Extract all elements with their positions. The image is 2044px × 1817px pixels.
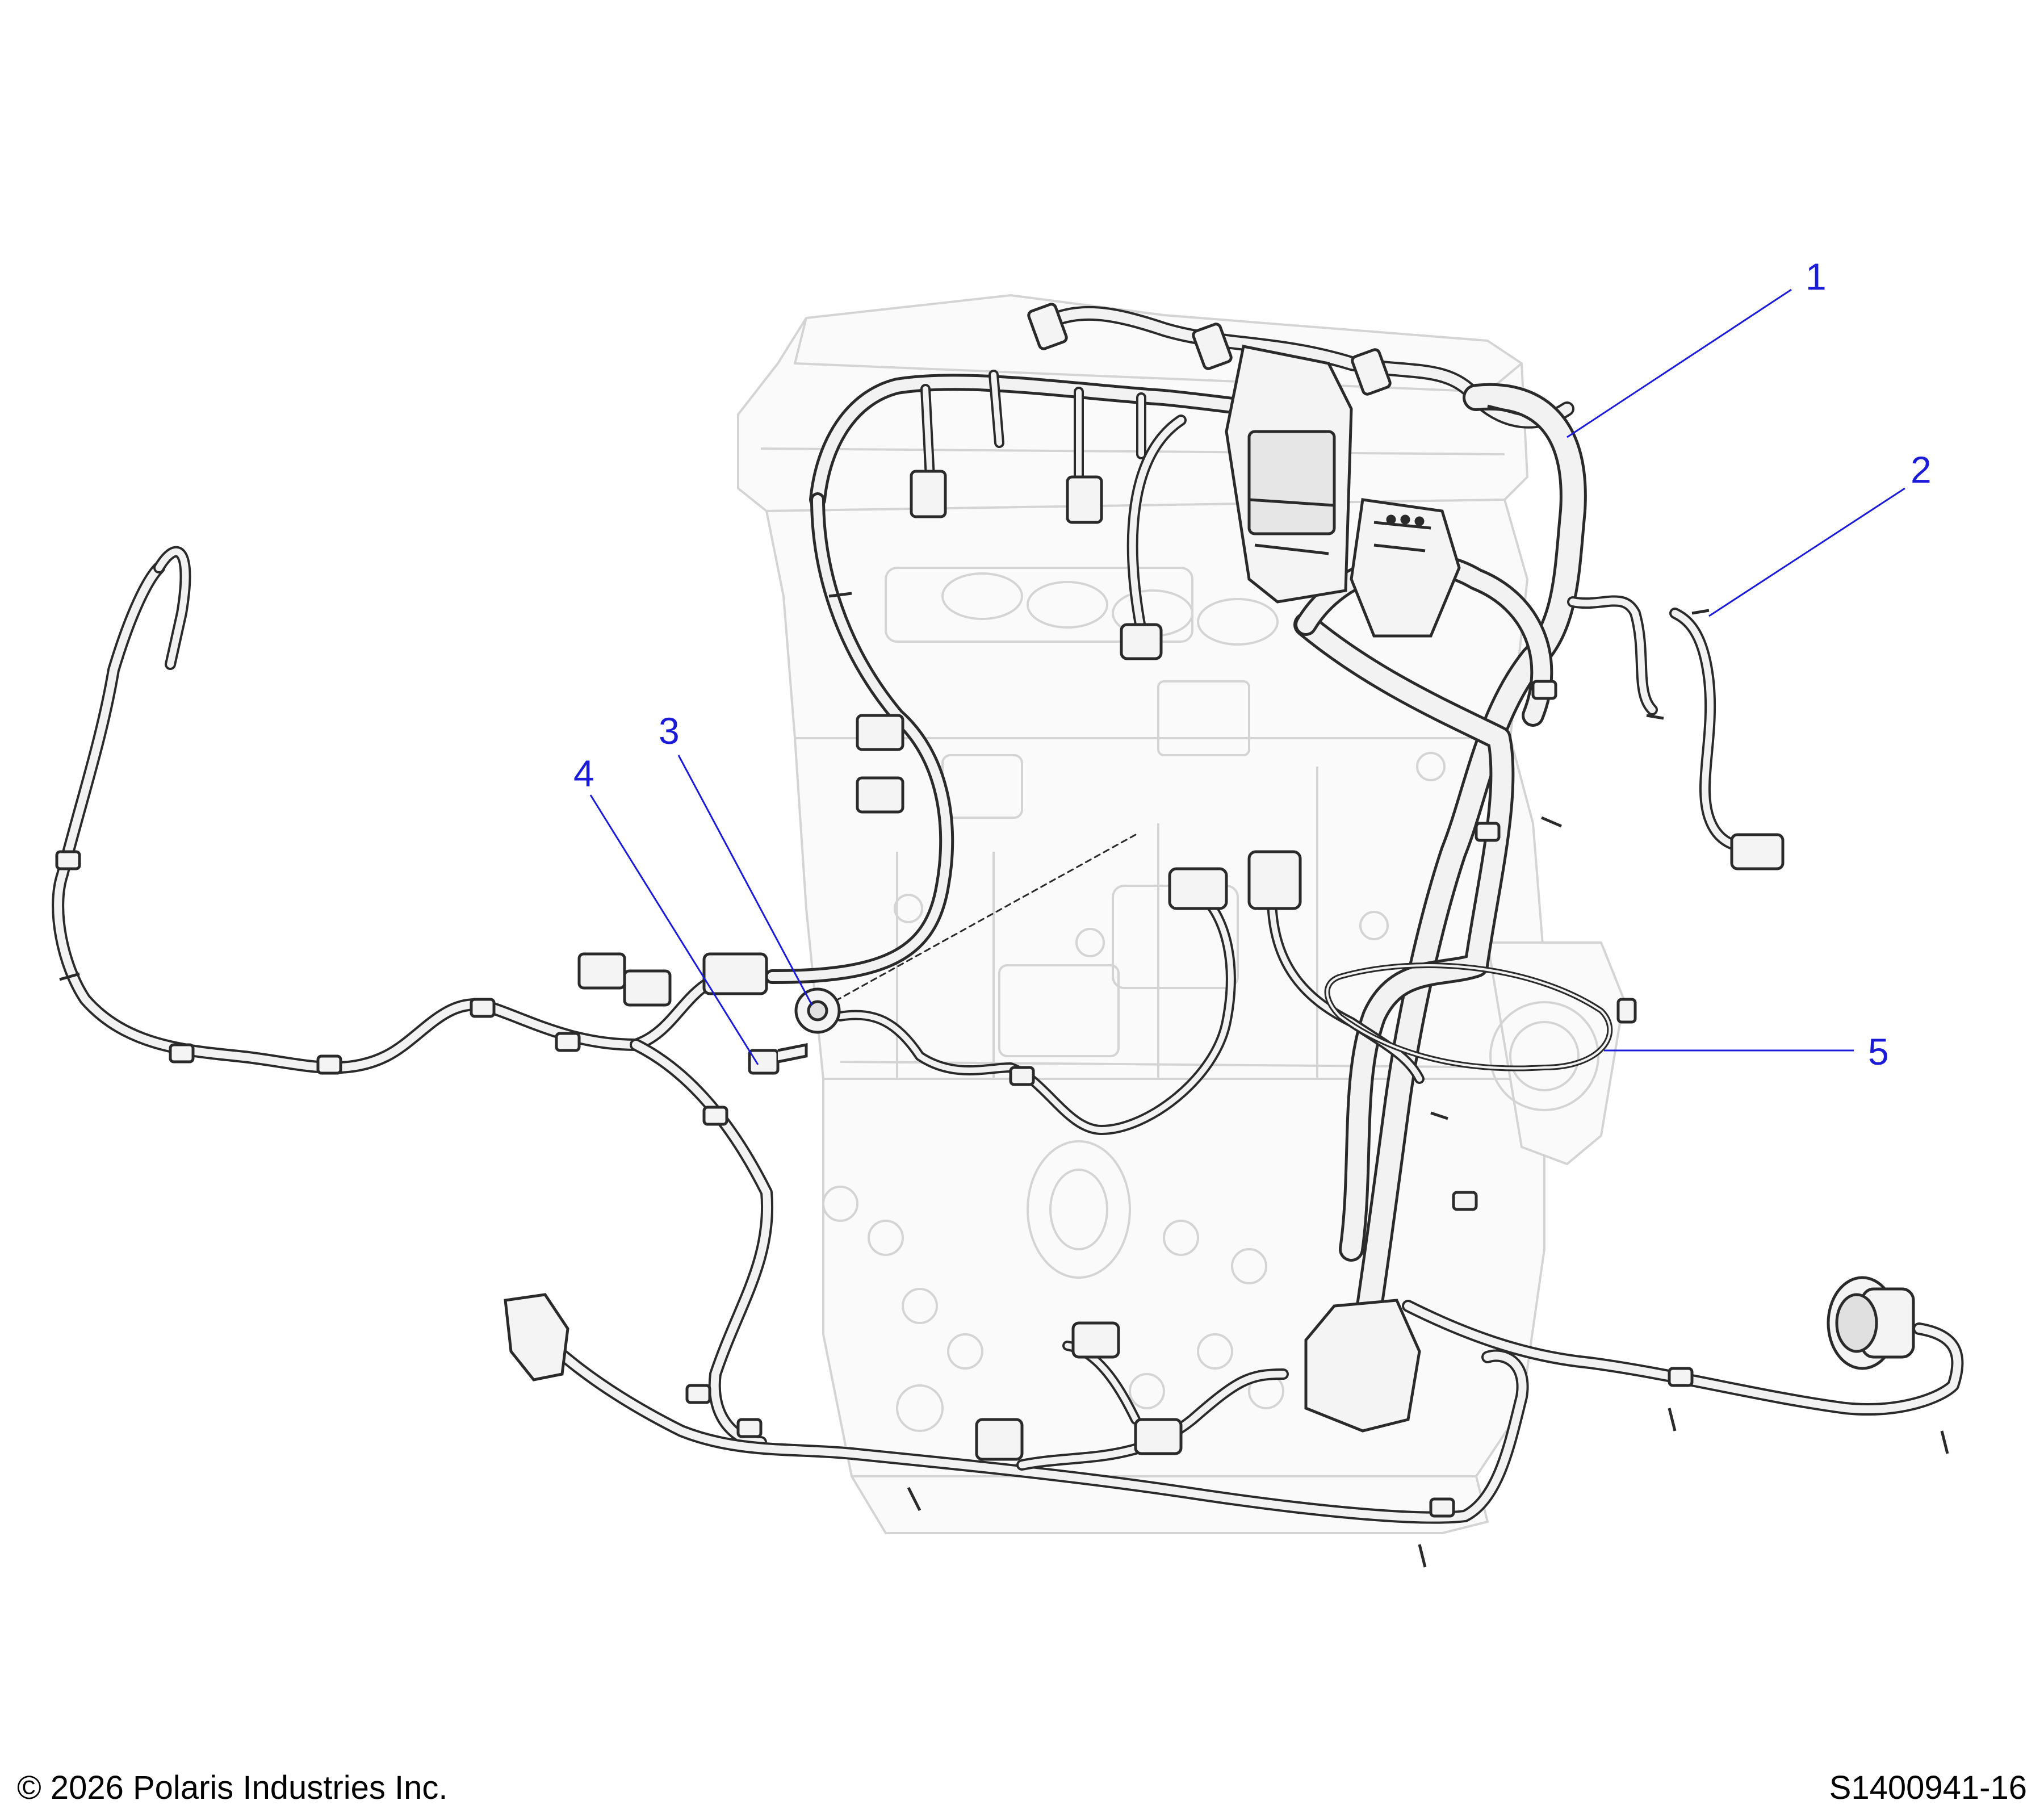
harness-connector [975,1418,1024,1461]
harness-clips [55,680,1694,1518]
engine-block-lower [822,1078,1545,1477]
callout-5: 5 [1868,1031,1889,1073]
right-upper-branch [1567,595,1771,857]
harness-connector [1071,1321,1120,1359]
injector-connector [1351,348,1392,396]
bell-housing [1486,941,1625,1165]
callout-2: 2 [1911,449,1932,491]
injector-connector [1066,475,1103,524]
sensor-connector [1168,867,1228,910]
injector-connector [1027,303,1068,350]
leader-line-2 [1708,487,1905,617]
sensor-connector [1120,623,1163,660]
leader-line-3 [677,755,813,1006]
wiring-harness [52,305,1964,1524]
front-connector [504,1293,569,1381]
sensor-connector [856,776,904,814]
harness-connector [702,952,768,995]
left-branch [52,546,774,1448]
relay-box [1304,1299,1421,1433]
harness-connector [1134,1418,1183,1455]
knock-sensor-bolt [748,1043,808,1075]
head-branch [765,370,1286,984]
oil-filter-mount [1027,1140,1131,1279]
callout-1: 1 [1806,256,1827,298]
drawing-number: S1400941-16 [1829,1769,2027,1806]
connectors [55,303,1949,1568]
callout-leaders [589,288,1905,1065]
injector-connector [1192,323,1233,370]
ecu-connector-b [1350,498,1461,638]
harness-connector [623,969,672,1007]
right-lower-branch [1402,1300,1964,1416]
callout-4: 4 [573,752,594,794]
sensor-connector [1730,833,1785,870]
copyright-notice: © 2026 Polaris Industries Inc. [17,1769,448,1806]
leader-line-1 [1566,288,1792,438]
harness-connector [577,952,626,990]
sensor-connector [856,714,904,751]
crankcase [851,1475,1489,1534]
knock-sensor-mount-line [816,834,1137,1012]
leader-line-4 [589,794,759,1065]
callouts: 1 2 3 4 5 [573,256,1932,1073]
ground-bolts [59,404,1949,1568]
ecu-connector-a [1225,345,1353,604]
injector-connector [910,470,947,518]
sensor-connector [1247,850,1302,910]
round-connector [1827,1276,1915,1370]
main-trunk [1293,383,1587,1365]
callout-3: 3 [659,710,680,752]
